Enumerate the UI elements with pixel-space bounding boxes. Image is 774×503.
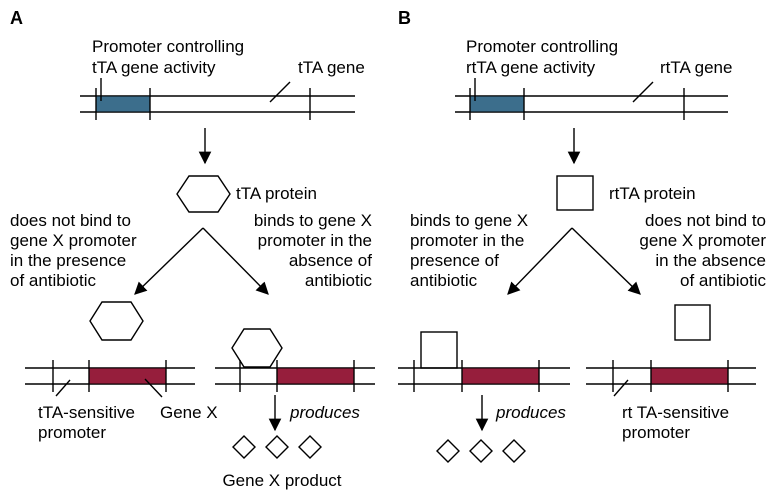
panel-b-promoter-label-line2: rtTA gene activity xyxy=(466,58,596,77)
panel-b-gene-pointer xyxy=(632,81,654,103)
panel-a-free-protein xyxy=(89,301,144,341)
panel-b-left-line3: presence of xyxy=(410,251,499,270)
panel-a-left-line2: gene X promoter xyxy=(10,231,137,250)
panel-b-free-protein xyxy=(674,304,711,341)
panel-b-right-line3: in the absence xyxy=(655,251,766,270)
panel-b-sensitive-line2: promoter xyxy=(622,423,690,442)
panel-a: A Promoter controlling tTA gene activity… xyxy=(10,8,375,490)
panel-a-promoter-region xyxy=(95,95,151,113)
panel-a-label: A xyxy=(10,8,23,28)
panel-b-left-line4: antibiotic xyxy=(410,271,478,290)
panel-a-left-arrow xyxy=(134,227,204,295)
panel-a-produces-label: produces xyxy=(289,403,360,422)
panel-b-gene-label: rtTA gene xyxy=(660,58,732,77)
panel-a-right-arrow xyxy=(202,227,269,295)
panel-b-promoter-label-line1: Promoter controlling xyxy=(466,37,618,56)
panel-a-gene-construct xyxy=(80,78,355,120)
panel-a-product-label: Gene X product xyxy=(222,471,341,490)
panel-b-produces-label: produces xyxy=(495,403,566,422)
panel-a-sensitive-pointer xyxy=(55,379,71,397)
panel-a-tta-protein xyxy=(176,175,231,213)
panel-a-bound-protein xyxy=(231,328,283,368)
panel-b-sensitive-line1: rt TA-sensitive xyxy=(622,403,729,422)
panel-a-right-line3: absence of xyxy=(289,251,372,270)
panel-b-left-line2: promoter in the xyxy=(410,231,524,250)
panel-a-product-2 xyxy=(265,435,289,459)
panel-b-left-arrow xyxy=(507,227,573,295)
panel-a-protein-label: tTA protein xyxy=(236,184,317,203)
panel-b-left-line1: binds to gene X xyxy=(410,211,528,230)
panel-a-product-3 xyxy=(298,435,322,459)
panel-b: B Promoter controlling rtTA gene activit… xyxy=(398,8,766,463)
panel-a-left-construct xyxy=(25,360,195,398)
panel-b-right-line2: gene X promoter xyxy=(639,231,766,250)
panel-b-left-construct xyxy=(398,360,570,392)
panel-b-label: B xyxy=(398,8,411,28)
panel-b-bound-protein xyxy=(420,331,458,369)
panel-a-right-line2: promoter in the xyxy=(258,231,372,250)
panel-a-right-line1: binds to gene X xyxy=(254,211,372,230)
panel-b-right-arrow xyxy=(571,227,641,295)
panel-a-product-1 xyxy=(232,435,256,459)
panel-b-sensitive-pointer xyxy=(613,379,629,397)
panel-b-right-construct xyxy=(586,360,756,397)
panel-b-gene-x-right xyxy=(650,367,729,385)
panel-b-gene-x-left xyxy=(461,367,540,385)
panel-b-product-1 xyxy=(436,439,460,463)
panel-a-gene-x-pointer xyxy=(144,378,163,398)
panel-b-right-line4: of antibiotic xyxy=(680,271,766,290)
panel-b-gene-construct xyxy=(455,78,728,120)
panel-b-product-2 xyxy=(469,439,493,463)
panel-b-rtta-protein xyxy=(556,175,594,211)
panel-b-protein-label: rtTA protein xyxy=(609,184,696,203)
panel-a-gene-pointer xyxy=(269,81,291,103)
panel-a-left-line1: does not bind to xyxy=(10,211,131,230)
panel-a-sensitive-line2: promoter xyxy=(38,423,106,442)
panel-b-promoter-region xyxy=(469,95,525,113)
panel-a-gene-label: tTA gene xyxy=(298,58,365,77)
panel-a-left-line3: in the presence xyxy=(10,251,126,270)
panel-a-gene-x-right xyxy=(276,367,355,385)
panel-b-right-line1: does not bind to xyxy=(645,211,766,230)
panel-a-gene-x-label: Gene X xyxy=(160,403,218,422)
panel-a-promoter-label-line2: tTA gene activity xyxy=(92,58,216,77)
panel-a-left-line4: of antibiotic xyxy=(10,271,96,290)
panel-a-sensitive-line1: tTA-sensitive xyxy=(38,403,135,422)
panel-a-promoter-label-line1: Promoter controlling xyxy=(92,37,244,56)
panel-a-gene-x-left xyxy=(88,367,167,385)
panel-a-right-construct xyxy=(215,360,375,392)
panel-b-product-3 xyxy=(502,439,526,463)
panel-a-right-line4: antibiotic xyxy=(305,271,373,290)
